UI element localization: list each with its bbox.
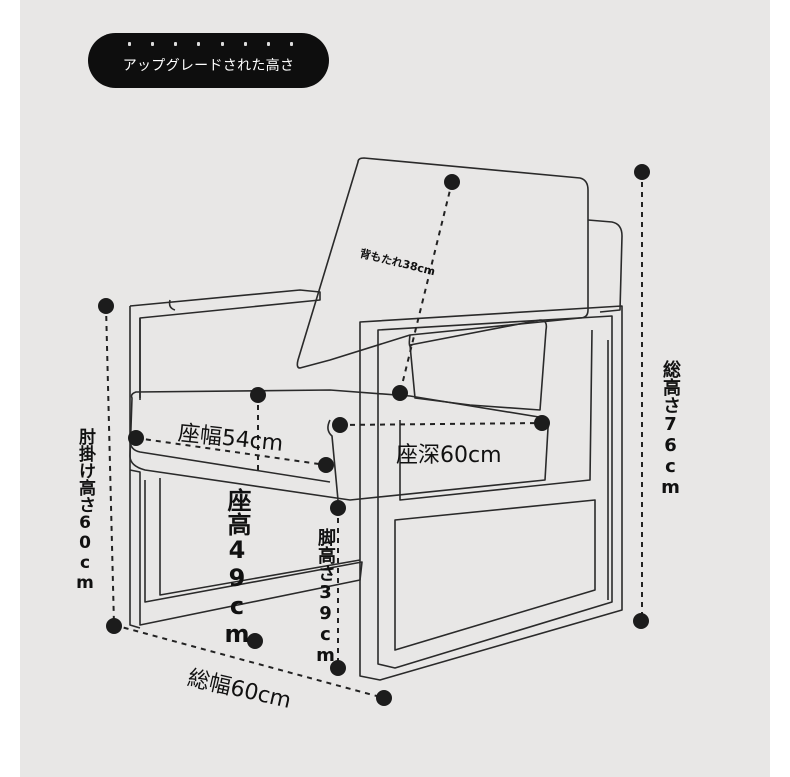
leg-height-label: 脚高さ39cm — [315, 528, 336, 666]
back-cushion — [296, 157, 589, 369]
seat-height-label: 座高49cm — [223, 488, 251, 648]
side-cushion — [587, 219, 623, 313]
upgrade-badge: アップグレードされた高さ — [88, 33, 329, 88]
left-arm-frame — [129, 289, 321, 400]
armrest-height-line — [105, 305, 115, 626]
total-height-label: 総高さ76cm — [660, 360, 681, 498]
seat-depth-label: 座深60cm — [396, 443, 502, 468]
left-lower-frame — [129, 469, 363, 626]
seat-depth-line — [339, 422, 543, 426]
front-frame — [359, 305, 623, 681]
badge-dots — [128, 42, 293, 48]
backrest-line — [399, 181, 453, 394]
armrest-height-label: 肘掛け高さ60cm — [75, 428, 95, 593]
seat-width-line — [135, 437, 327, 466]
badge-label: アップグレードされた高さ — [122, 57, 295, 74]
total-width-line — [113, 624, 385, 699]
